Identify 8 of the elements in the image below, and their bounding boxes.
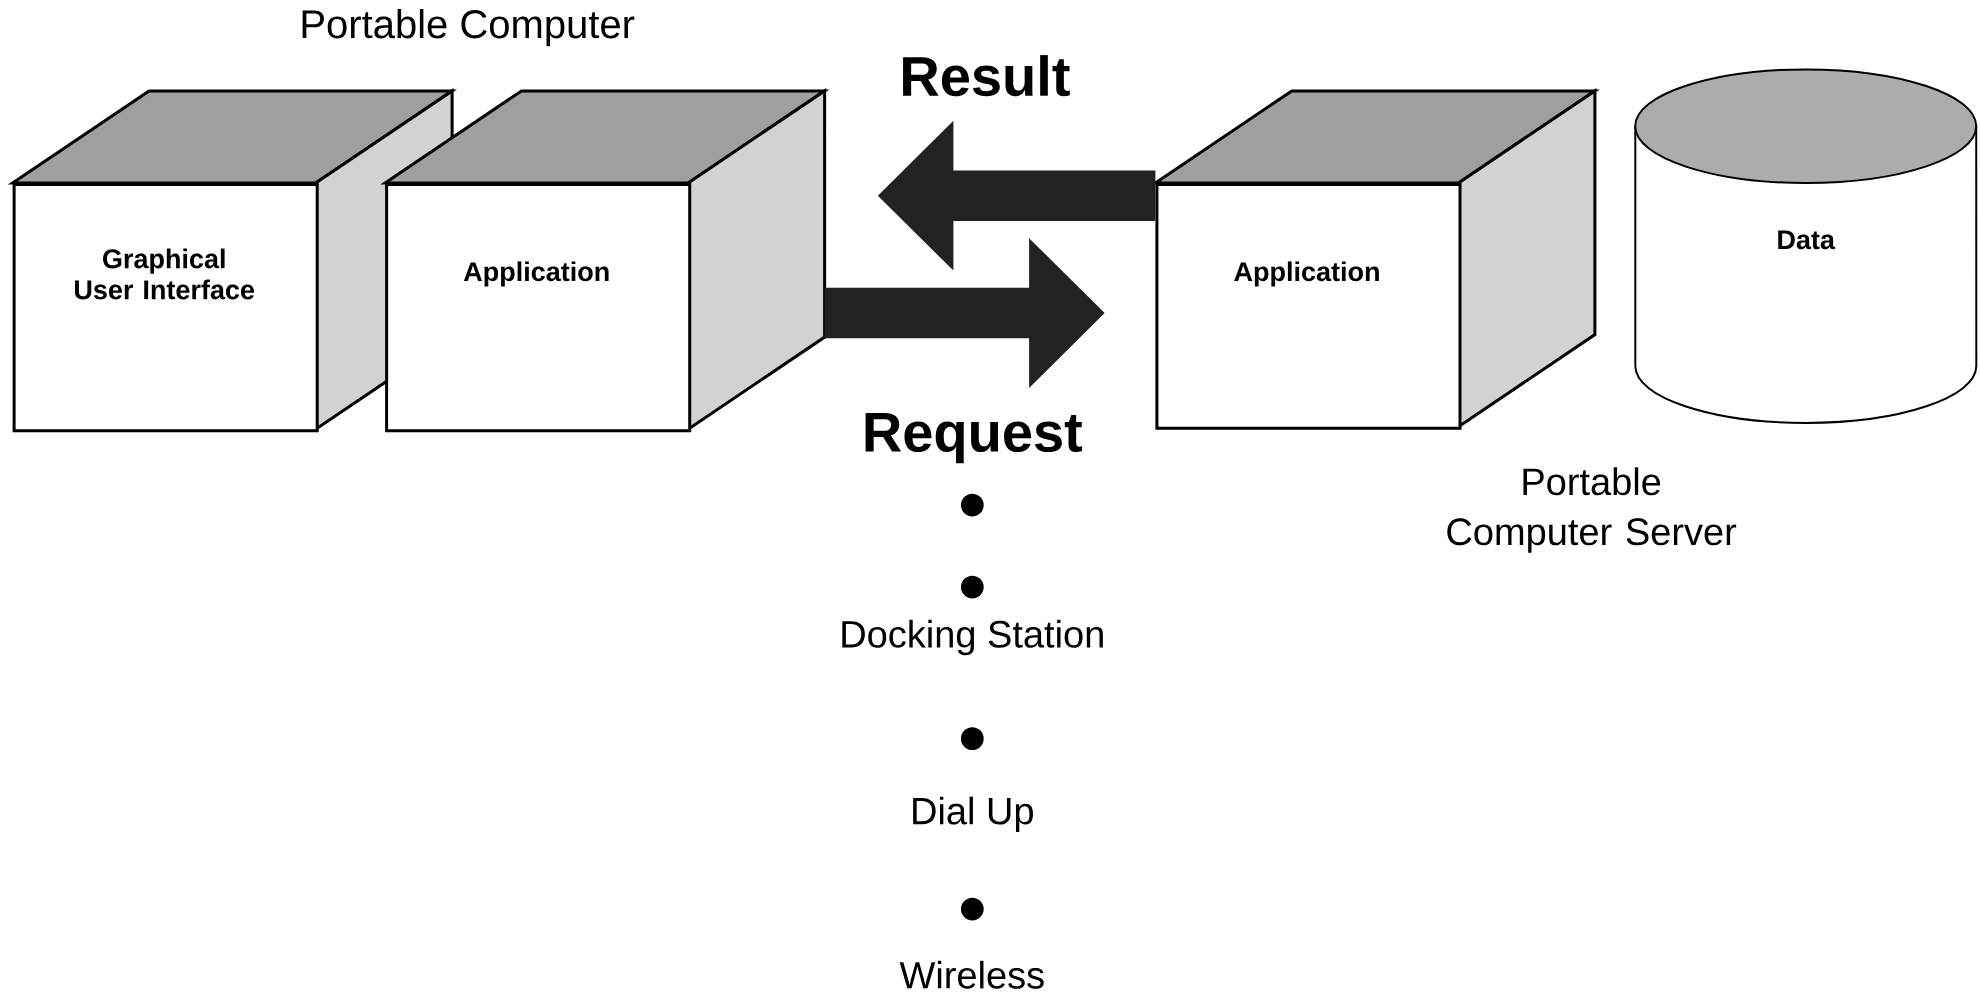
portable-computer-label: Portable Computer	[302, 9, 635, 47]
cylinder-drawing: Data	[1634, 68, 1978, 424]
server-label: Portable Computer Server	[1447, 467, 1737, 553]
edge-label: Request	[859, 411, 1085, 466]
list-item: Dial Up	[913, 796, 1033, 833]
list-item: Docking Station	[842, 619, 1103, 656]
edge-label: Result	[897, 53, 1073, 99]
list-item: Wireless	[899, 960, 1044, 989]
